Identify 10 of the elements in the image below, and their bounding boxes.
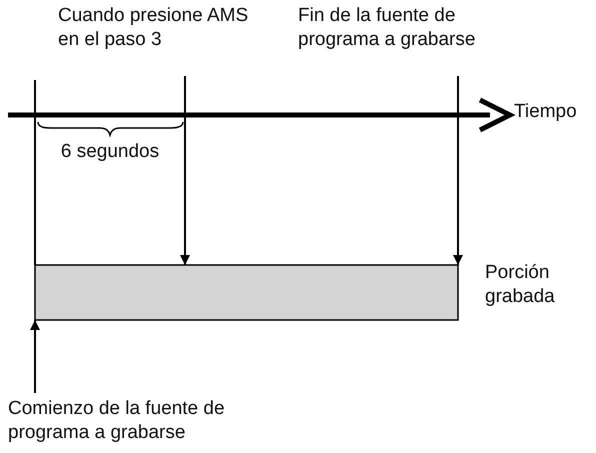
bar-caption: Porción grabada xyxy=(485,261,556,309)
event-label: Cuando presione AMS en el paso 3 xyxy=(58,4,250,52)
event-label: Fin de la fuente de programa a grabarse xyxy=(298,4,476,52)
recorded-portion-bar xyxy=(34,264,459,321)
duration-label: 6 segundos xyxy=(60,140,160,164)
axis-label: Tiempo xyxy=(514,100,578,124)
event-label: Comienzo de la fuente de programa a grabarse xyxy=(8,397,226,445)
arrow xyxy=(30,320,40,393)
arrow xyxy=(453,76,463,265)
arrow xyxy=(180,76,190,265)
